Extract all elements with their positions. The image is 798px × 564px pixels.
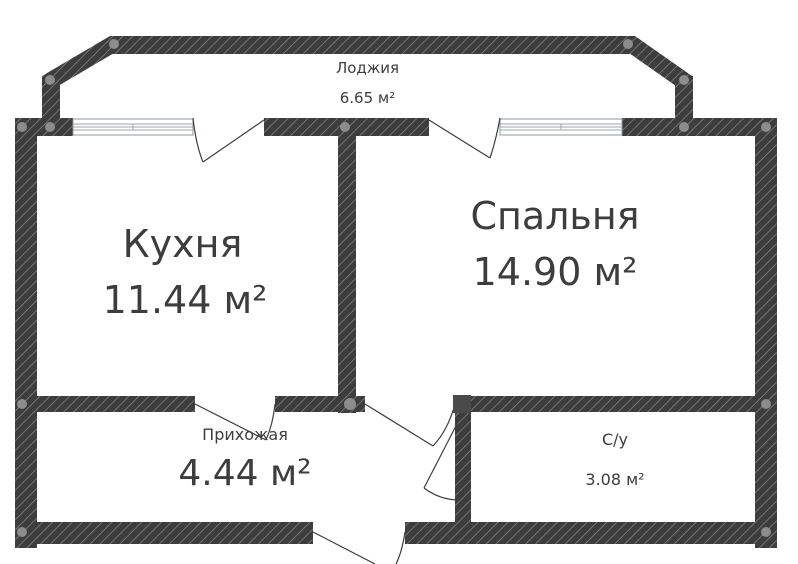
bathroom-door <box>423 419 460 501</box>
column-block <box>453 395 471 413</box>
exterior-walls <box>15 118 777 548</box>
loggia-area: 6.65 м² <box>339 89 396 107</box>
kitchen-area: 11.44 м² <box>102 278 268 322</box>
windows <box>72 118 623 136</box>
bathroom-name: С/у <box>601 430 629 449</box>
wall-bath-hall <box>455 396 471 521</box>
hallway-area: 4.44 м² <box>178 453 312 494</box>
interior-walls <box>15 130 777 524</box>
loggia-wall-top <box>110 36 635 54</box>
loggia-wall-left <box>42 76 60 128</box>
bedroom-loggia-door <box>428 117 501 159</box>
wall-left <box>15 118 37 548</box>
hallway-name: Прихожая <box>202 425 288 444</box>
wall-kitchen-bedroom <box>338 130 356 413</box>
wall-kitchen-hall-left <box>15 396 195 412</box>
wall-kitchen-hall-right <box>275 396 365 412</box>
doors <box>192 117 501 564</box>
loggia-wall-left-diagonal <box>42 36 126 86</box>
wall-right <box>755 118 777 548</box>
loggia-wall-right <box>675 76 693 128</box>
bedroom-name: Спальня <box>470 194 640 238</box>
wall-bath-bottom-stub <box>455 500 471 524</box>
kitchen-hall-door <box>194 403 276 441</box>
wall-bedroom-bath <box>455 396 777 412</box>
loggia-walls <box>42 36 693 128</box>
loggia-wall-right-diagonal <box>619 36 692 86</box>
loggia-name: Лоджия <box>335 59 400 77</box>
wall-bottom-left <box>15 522 313 544</box>
bedroom-hall-door <box>364 403 456 447</box>
wall-bottom-right <box>405 522 777 544</box>
entrance-door <box>312 531 406 564</box>
kitchen-name: Кухня <box>122 222 243 266</box>
wall-top-right-segment <box>622 118 777 136</box>
bedroom-area: 14.90 м² <box>472 250 638 294</box>
kitchen-loggia-door <box>192 117 265 163</box>
bedroom-window <box>499 118 623 136</box>
kitchen-window <box>72 118 194 136</box>
bathroom-area: 3.08 м² <box>585 470 645 489</box>
